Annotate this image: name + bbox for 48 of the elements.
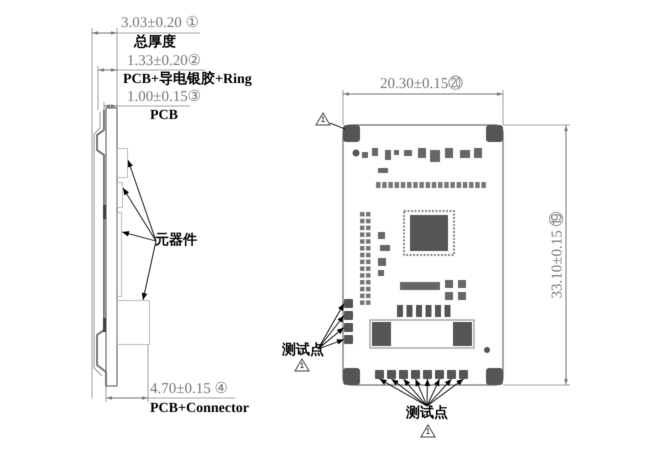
dimension-caption: PCB [150, 108, 178, 124]
dimension-text: 1.33±0.20② [127, 53, 201, 69]
arrow [318, 303, 344, 350]
arrow [122, 231, 156, 242]
dimension-caption: 总厚度 [134, 35, 176, 51]
test-pad [411, 370, 420, 379]
arrow [142, 240, 156, 300]
dimension-text: 1.00±0.15③ [127, 89, 201, 105]
arrow [426, 378, 452, 406]
dimension-text: 20.30±0.15⑳ [380, 76, 464, 92]
component-outline [117, 148, 128, 178]
test-pad [423, 370, 432, 379]
test-pad [387, 370, 396, 379]
test-pad [344, 299, 353, 308]
test-pad [344, 323, 353, 332]
arrow [426, 378, 440, 406]
arrow [426, 378, 464, 406]
arrow [318, 315, 344, 350]
dimension-text: 33.10±0.15 ⑲ [549, 212, 565, 298]
dimension-caption: PCB+导电银胶+Ring [123, 72, 252, 88]
leader-line [330, 122, 346, 130]
arrow [318, 327, 344, 350]
part-label: 元器件 [155, 232, 197, 248]
test-pad [344, 311, 353, 320]
component-outline [117, 182, 123, 208]
arrow [403, 378, 428, 406]
arrow [415, 378, 428, 406]
note-triangle: 1 [315, 112, 331, 126]
test-pad [344, 335, 353, 344]
arrow [122, 188, 156, 242]
dimension-text: 4.70±0.15 ④ [150, 381, 228, 397]
arrow [379, 378, 428, 406]
arrow [128, 160, 156, 242]
connector-outline [117, 300, 150, 345]
test-pad [459, 370, 468, 379]
arrow [318, 339, 344, 350]
test-pad [399, 370, 408, 379]
component-outline [117, 212, 122, 297]
note-triangle: 1 [294, 358, 310, 372]
note-triangle: 1 [420, 424, 436, 438]
arrow [391, 378, 428, 406]
arrow [424, 378, 430, 406]
test-pad [447, 370, 456, 379]
test-pad [435, 370, 444, 379]
part-label: 测试点 [406, 405, 448, 421]
dimension-caption: PCB+Connector [150, 401, 249, 417]
dimension-text: 3.03±0.20 ① [121, 15, 198, 31]
test-pad [375, 370, 384, 379]
